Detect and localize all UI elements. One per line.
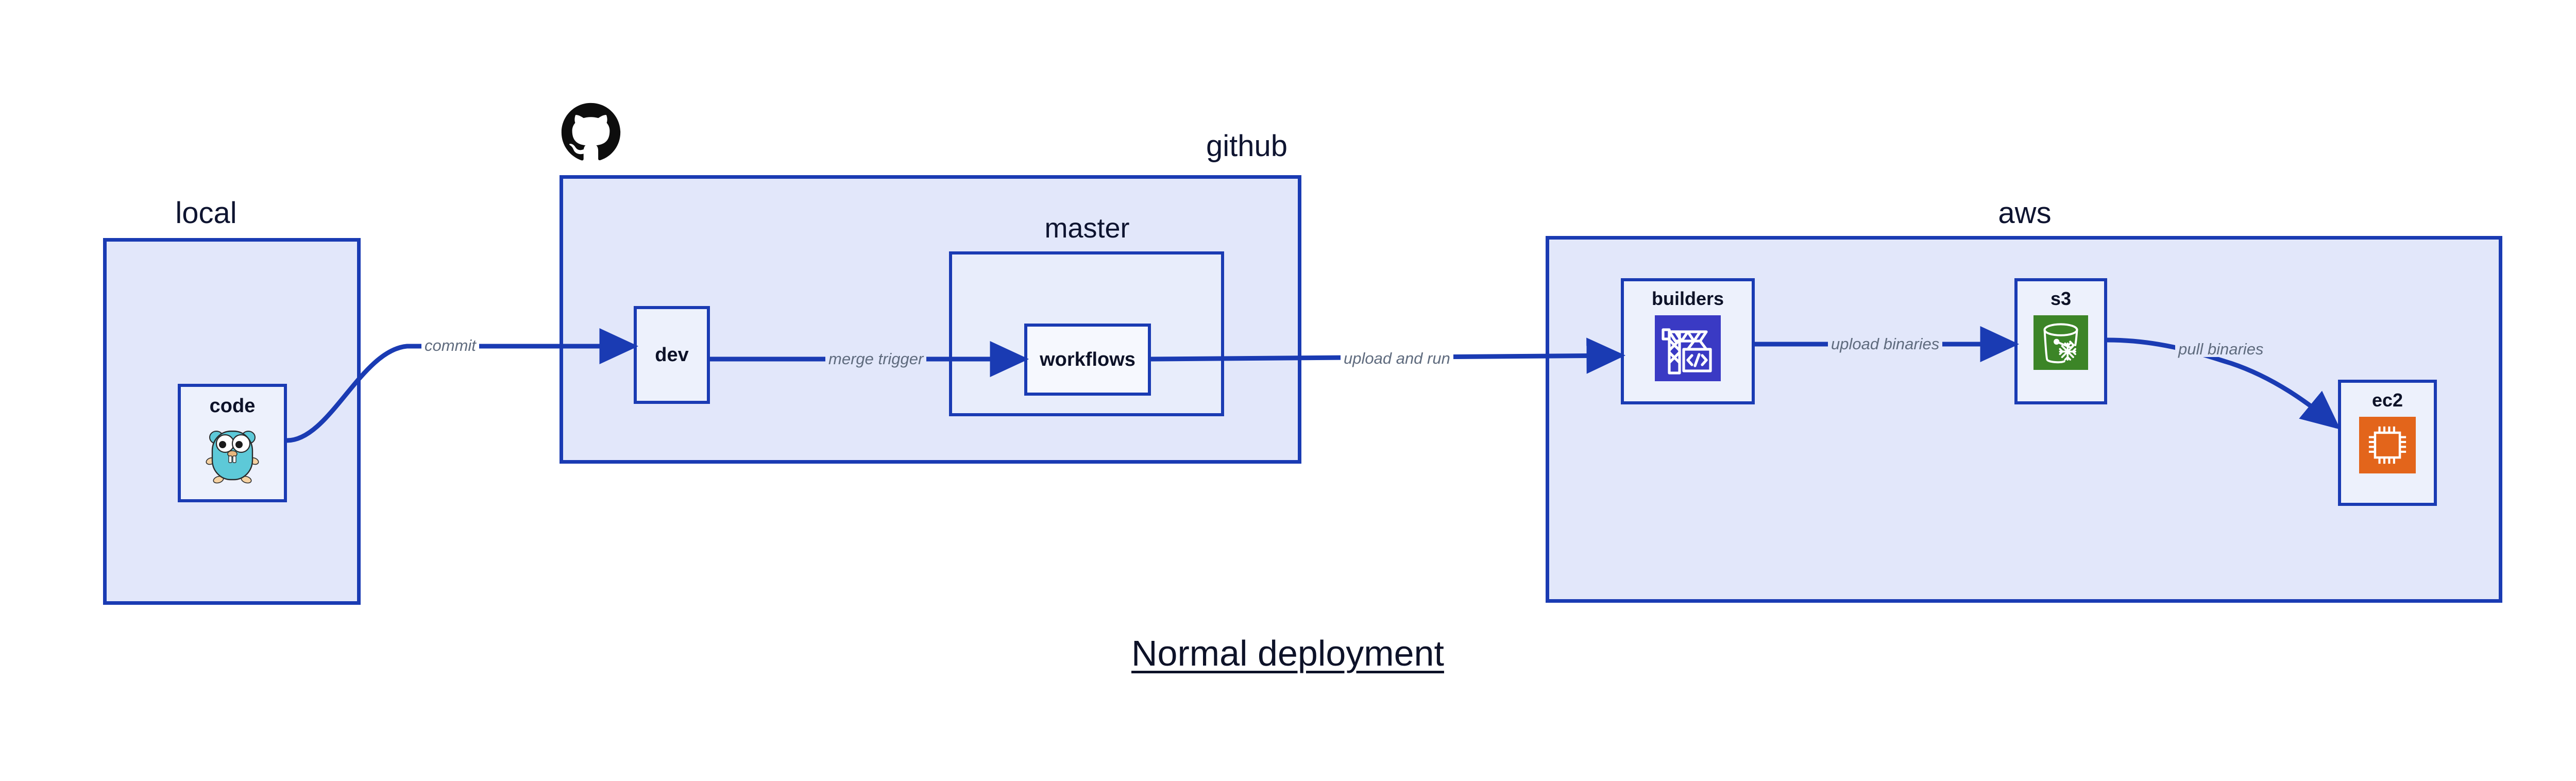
github-octocat-icon (560, 101, 622, 164)
edge-label-merge-trigger: merge trigger (825, 351, 927, 367)
group-label-master: master (1044, 213, 1130, 244)
crane-code-icon (1655, 315, 1721, 381)
group-label-aws: aws (1998, 196, 2052, 230)
node-s3[interactable]: s3 (2014, 278, 2107, 404)
cpu-chip-icon (2359, 417, 2416, 473)
diagram-title: Normal deployment (1131, 633, 1444, 673)
go-gopher-icon (205, 423, 260, 484)
edge-label-commit: commit (421, 337, 479, 353)
node-label-workflows: workflows (1040, 349, 1136, 370)
node-dev[interactable]: dev (634, 306, 710, 404)
node-label-code: code (209, 395, 256, 417)
edge-label-upload-and-run: upload and run (1341, 350, 1453, 366)
node-label-s3: s3 (2050, 288, 2072, 309)
group-label-github: github (1206, 129, 1288, 163)
node-label-builders: builders (1651, 288, 1724, 309)
node-ec2[interactable]: ec2 (2338, 380, 2437, 506)
edge-label-pull-binaries: pull binaries (2175, 341, 2267, 357)
node-workflows[interactable]: workflows (1024, 324, 1151, 396)
node-code[interactable]: code (178, 384, 287, 502)
node-label-dev: dev (655, 344, 689, 366)
s3-bucket-icon (2033, 315, 2088, 370)
group-label-local: local (175, 196, 237, 230)
edge-label-upload-binaries: upload binaries (1828, 336, 1943, 352)
node-builders[interactable]: builders (1621, 278, 1755, 404)
node-label-ec2: ec2 (2371, 389, 2403, 411)
